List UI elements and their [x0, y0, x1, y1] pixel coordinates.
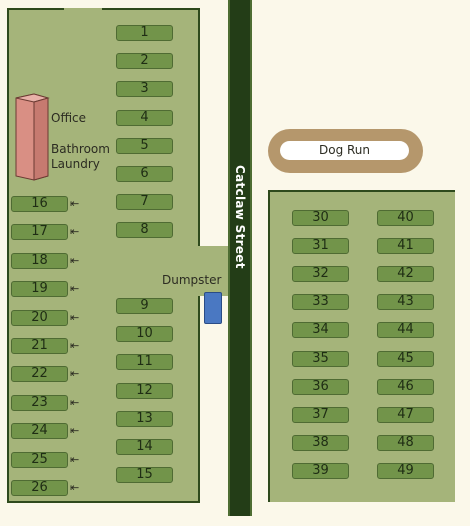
- site-48[interactable]: 48: [377, 434, 434, 451]
- site-17[interactable]: 17: [11, 224, 68, 241]
- site-4[interactable]: 4: [116, 109, 173, 126]
- lot-entrance: [198, 246, 228, 296]
- left-lot-right-border-bottom: [198, 296, 200, 503]
- left-lot-right-border-top: [198, 8, 200, 246]
- site-13[interactable]: 13: [116, 410, 173, 427]
- arrow-icon: ⇤: [70, 339, 80, 352]
- site-5[interactable]: 5: [116, 137, 173, 154]
- left-lot-top-border-left: [7, 8, 64, 10]
- site-36[interactable]: 36: [292, 378, 349, 395]
- site-39[interactable]: 39: [292, 462, 349, 479]
- site-37[interactable]: 37: [292, 406, 349, 423]
- site-46[interactable]: 46: [377, 378, 434, 395]
- dumpster-label: Dumpster: [162, 273, 222, 287]
- site-47[interactable]: 47: [377, 406, 434, 423]
- office-label: Office: [51, 111, 87, 125]
- street-label: Catclaw Street: [233, 165, 247, 269]
- site-12[interactable]: 12: [116, 382, 173, 399]
- site-49[interactable]: 49: [377, 462, 434, 479]
- site-20[interactable]: 20: [11, 309, 68, 326]
- arrow-icon: ⇤: [70, 367, 80, 381]
- site-31[interactable]: 31: [292, 238, 349, 255]
- dog-run-label: Dog Run: [280, 141, 409, 160]
- arrow-icon: ⇤: [70, 225, 80, 239]
- arrow-icon: ⇤: [70, 197, 80, 210]
- site-11[interactable]: 11: [116, 354, 173, 371]
- site-3[interactable]: 3: [116, 81, 173, 98]
- site-35[interactable]: 35: [292, 350, 349, 367]
- site-7[interactable]: 7: [116, 194, 173, 211]
- site-18[interactable]: 18: [11, 252, 68, 269]
- arrow-icon: ⇤: [70, 424, 80, 438]
- right-lot: [268, 190, 455, 502]
- site-16[interactable]: 16: [11, 196, 68, 212]
- site-33[interactable]: 33: [292, 294, 349, 311]
- site-19[interactable]: 19: [11, 281, 68, 298]
- arrow-icon: ⇤: [70, 452, 80, 466]
- arrow-icon: ⇤: [70, 310, 80, 324]
- site-21[interactable]: 21: [11, 338, 68, 354]
- site-8[interactable]: 8: [116, 222, 173, 239]
- site-15[interactable]: 15: [116, 467, 173, 484]
- site-10[interactable]: 10: [116, 326, 173, 343]
- site-34[interactable]: 34: [292, 322, 349, 339]
- bathroom-label: Bathroom: [51, 142, 110, 156]
- arrow-icon: ⇤: [70, 282, 80, 296]
- site-38[interactable]: 38: [292, 434, 349, 451]
- office-building: [15, 93, 50, 181]
- left-lot-top-border-right: [102, 8, 200, 10]
- site-40[interactable]: 40: [377, 210, 434, 226]
- site-45[interactable]: 45: [377, 350, 434, 367]
- site-44[interactable]: 44: [377, 322, 434, 339]
- arrow-icon: ⇤: [70, 395, 80, 409]
- site-6[interactable]: 6: [116, 166, 173, 182]
- catclaw-street: [228, 0, 252, 516]
- site-43[interactable]: 43: [377, 294, 434, 311]
- site-25[interactable]: 25: [11, 451, 68, 468]
- arrow-icon: ⇤: [70, 481, 80, 494]
- arrow-icon: ⇤: [70, 253, 80, 267]
- site-26[interactable]: 26: [11, 480, 68, 496]
- site-14[interactable]: 14: [116, 439, 173, 455]
- site-23[interactable]: 23: [11, 394, 68, 411]
- site-1[interactable]: 1: [116, 25, 173, 41]
- site-41[interactable]: 41: [377, 238, 434, 255]
- laundry-label: Laundry: [51, 157, 100, 171]
- site-30[interactable]: 30: [292, 210, 349, 226]
- site-9[interactable]: 9: [116, 298, 173, 314]
- site-2[interactable]: 2: [116, 53, 173, 70]
- site-24[interactable]: 24: [11, 423, 68, 440]
- site-22[interactable]: 22: [11, 366, 68, 383]
- dumpster: [204, 292, 222, 324]
- site-32[interactable]: 32: [292, 266, 349, 283]
- site-42[interactable]: 42: [377, 266, 434, 283]
